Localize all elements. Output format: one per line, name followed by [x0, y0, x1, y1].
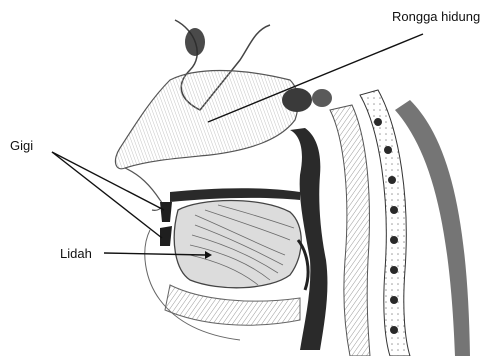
turbinate-upper [282, 88, 312, 112]
cervical-spine [330, 105, 370, 356]
label-tongue: Lidah [60, 247, 92, 260]
lower-teeth [160, 226, 172, 246]
floor-of-mouth [165, 285, 300, 325]
upper-lip [125, 168, 162, 210]
label-nasal-cavity: Rongga hidung [392, 10, 480, 23]
tongue-body [174, 201, 301, 288]
nasal-cavity-region [115, 71, 298, 169]
upper-teeth [160, 202, 172, 222]
label-teeth: Gigi [10, 139, 33, 152]
frontal-sinus [185, 28, 205, 56]
turbinate-lower [312, 89, 332, 107]
leader-line-teeth-lower [52, 152, 162, 238]
